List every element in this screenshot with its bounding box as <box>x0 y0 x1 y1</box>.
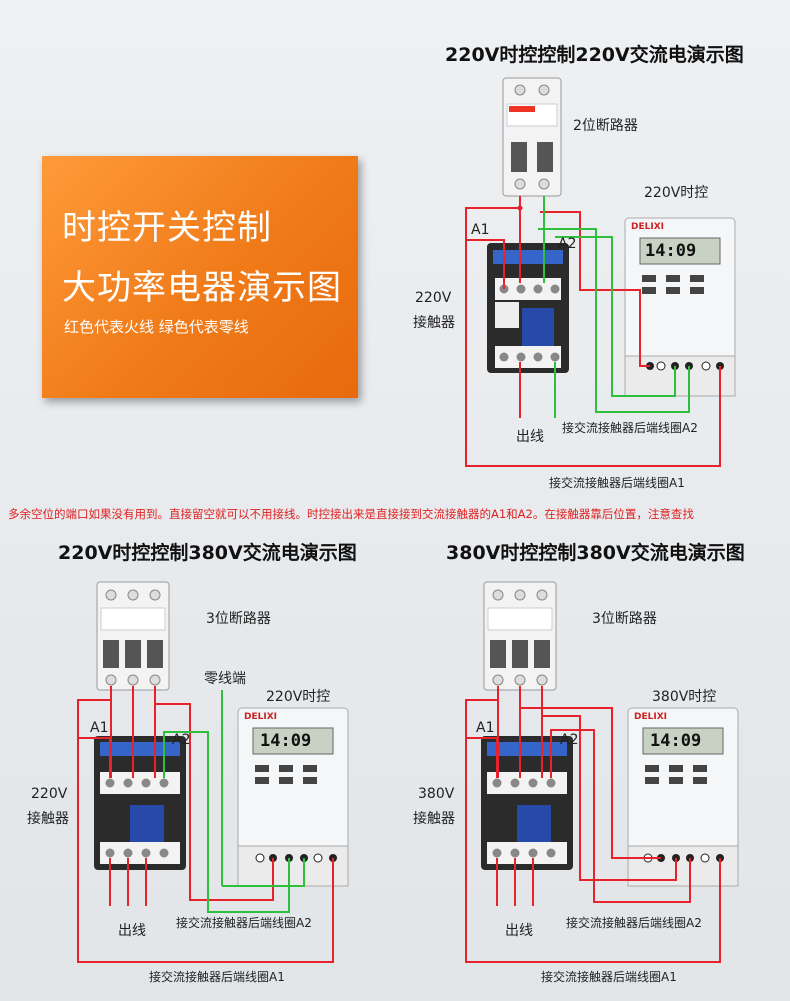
diagram-top-title: 220V时控控制220V交流电演示图 <box>445 44 744 66</box>
promo-title-line1: 时控开关控制 <box>62 208 272 248</box>
contactor-voltage-right: 380V <box>418 786 455 802</box>
live-wires-right <box>465 686 721 963</box>
diagram-right-title: 380V时控控制380V交流电演示图 <box>446 542 745 564</box>
breaker-3p-right <box>483 581 557 691</box>
breaker-3p-left <box>96 581 170 691</box>
contactor-top <box>487 243 569 373</box>
wiring-note: 多余空位的端口如果没有用到。直接留空就可以不用接线。时控接出来是直接接到交流接触… <box>8 507 694 521</box>
neutral-label-left: 零线端 <box>204 671 246 687</box>
timer-brand-right: DELIXI <box>634 712 667 722</box>
out-label-left: 出线 <box>118 923 146 939</box>
diagram-left-title: 220V时控控制380V交流电演示图 <box>58 542 357 564</box>
a2-label-top: A2 <box>558 236 577 252</box>
timer-display-right: 14:09 <box>650 731 702 751</box>
a2-label-right: A2 <box>560 732 579 748</box>
timer-switch-right <box>627 707 739 887</box>
promo-title-line2: 大功率电器演示图 <box>62 268 342 308</box>
coil-a1-label-left: 接交流接触器后端线圈A1 <box>149 970 285 984</box>
timer-brand-top: DELIXI <box>631 222 664 232</box>
timer-switch-left <box>237 707 349 887</box>
promo-legend: 红色代表火线 绿色代表零线 <box>64 318 249 336</box>
contactor-label-left: 接触器 <box>27 811 69 827</box>
coil-a2-label-right: 接交流接触器后端线圈A2 <box>566 916 702 930</box>
breaker-label-right: 3位断路器 <box>592 611 657 627</box>
coil-a2-label-left: 接交流接触器后端线圈A2 <box>176 916 312 930</box>
promo-banner: 时控开关控制 大功率电器演示图 红色代表火线 绿色代表零线 <box>42 156 358 398</box>
timer-display-top: 14:09 <box>645 241 697 261</box>
coil-a1-label-top: 接交流接触器后端线圈A1 <box>549 476 685 490</box>
timer-label-right: 380V时控 <box>652 689 717 705</box>
neutral-wires-top <box>538 196 690 413</box>
a1-label-left: A1 <box>90 720 109 736</box>
out-label-right: 出线 <box>505 923 533 939</box>
breaker-label-top: 2位断路器 <box>573 118 638 134</box>
timer-brand-left: DELIXI <box>244 712 277 722</box>
timer-label-top: 220V时控 <box>644 185 709 201</box>
timer-switch-top <box>624 217 736 397</box>
contactor-label-top: 接触器 <box>413 315 455 331</box>
breaker-2p-top <box>502 77 562 197</box>
timer-label-left: 220V时控 <box>266 689 331 705</box>
coil-a1-label-right: 接交流接触器后端线圈A1 <box>541 970 677 984</box>
a1-label-right: A1 <box>476 720 495 736</box>
neutral-wires-left <box>163 690 305 913</box>
a2-label-left: A2 <box>172 732 191 748</box>
contactor-right <box>481 736 573 870</box>
contactor-label-right: 接触器 <box>413 811 455 827</box>
contactor-voltage-top: 220V <box>415 290 452 306</box>
breaker-label-left: 3位断路器 <box>206 611 271 627</box>
contactor-voltage-left: 220V <box>31 786 68 802</box>
out-label-top: 出线 <box>516 429 544 445</box>
timer-display-left: 14:09 <box>260 731 312 751</box>
a1-label-top: A1 <box>471 222 490 238</box>
coil-a2-label-top: 接交流接触器后端线圈A2 <box>562 421 698 435</box>
